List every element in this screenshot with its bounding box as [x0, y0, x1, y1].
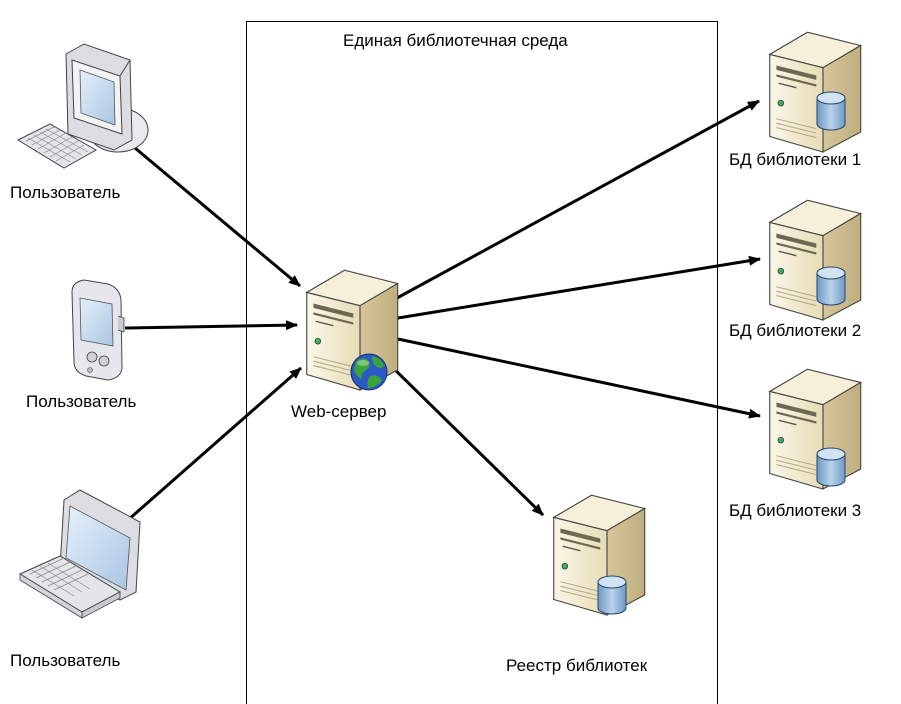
db-2-label: БД библиотеки 2 [729, 321, 862, 340]
environment-title: Единая библиотечная среда [343, 31, 568, 50]
user-3-label: Пользователь [10, 651, 121, 670]
desktop-computer-icon [16, 43, 149, 169]
web-server-icon [306, 269, 399, 391]
registry-label: Реестр библиотек [506, 656, 648, 675]
arrow-user3-to-webserver [127, 366, 302, 522]
arrow-user1-to-webserver [134, 146, 301, 288]
globe-icon [350, 353, 388, 391]
connections [124, 99, 761, 522]
environment-frame [246, 21, 718, 704]
db-server-1-icon [769, 31, 862, 153]
arrow-webserver-to-db2 [397, 255, 761, 320]
user-1-label: Пользователь [10, 183, 121, 202]
registry-server-icon [553, 494, 646, 616]
db-3-label: БД библиотеки 3 [729, 501, 862, 520]
web-server-label: Web-сервер [291, 402, 387, 421]
laptop-icon [18, 489, 141, 619]
db-1-label: БД библиотеки 1 [729, 150, 862, 169]
db-server-3-icon [769, 368, 862, 490]
arrow-user2-to-webserver [124, 320, 298, 331]
arrow-webserver-to-db3 [397, 337, 761, 419]
arrow-webserver-to-db1 [396, 99, 760, 300]
arrow-webserver-to-registry [385, 360, 545, 517]
user-2-label: Пользователь [26, 392, 137, 411]
pda-handheld-icon [71, 279, 125, 381]
db-server-2-icon [769, 199, 862, 321]
